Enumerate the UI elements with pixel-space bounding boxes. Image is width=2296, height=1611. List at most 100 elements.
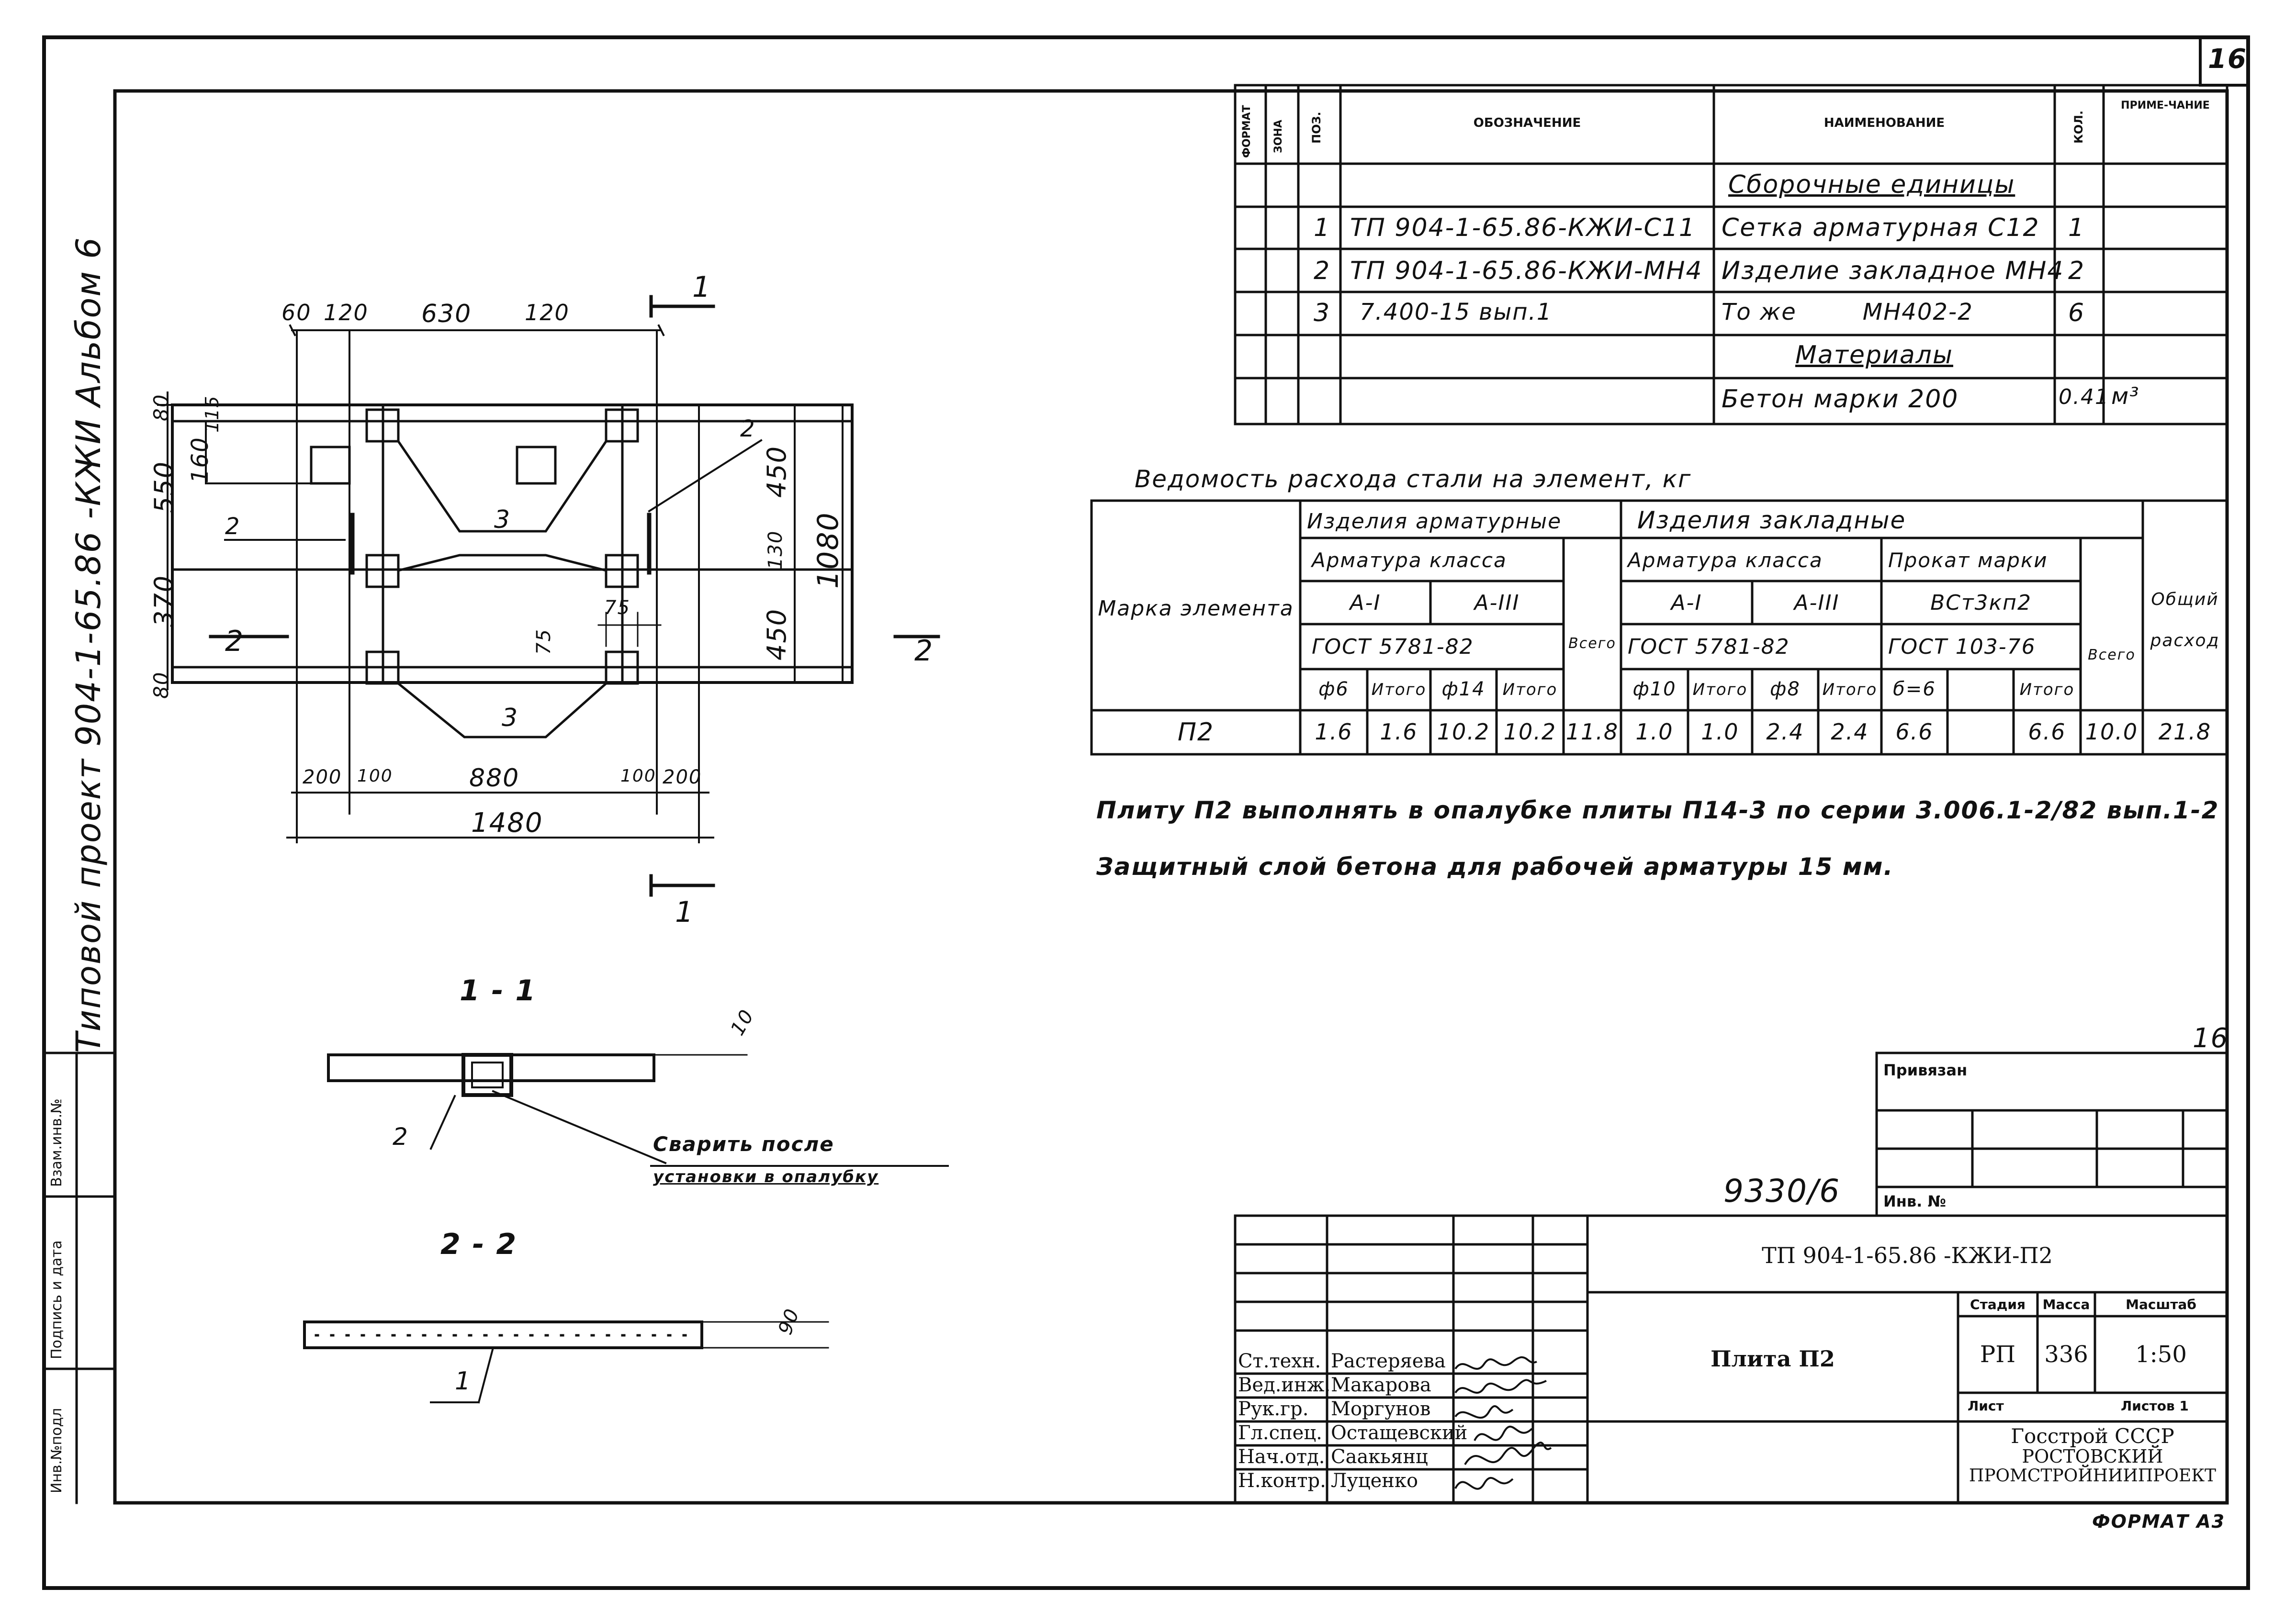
section-2-2-title: 2 - 2: [440, 1228, 518, 1261]
plan-view: [157, 295, 940, 897]
title-col-scale: Масштаб: [2126, 1297, 2196, 1312]
spec-header-format: ФОРМАТ: [1241, 105, 1253, 158]
title-col-mass: Масса: [2042, 1297, 2090, 1312]
dim-right-450b: 450: [762, 608, 792, 660]
steel-row-val-9: 2.4: [1831, 719, 1869, 745]
steel-a3: А-III: [1474, 591, 1520, 615]
steel-gost3: ГОСТ 103-76: [1888, 635, 2036, 659]
steel-general: Общий расход: [2150, 590, 2220, 651]
dim-bottom-880: 880: [469, 764, 520, 793]
steel-sub-f14: ф14: [1441, 678, 1486, 700]
stamp-inv-podl: Инв.№подл: [48, 1408, 65, 1493]
steel-row-element: П2: [1177, 718, 1215, 747]
dim-bottom-1480: 1480: [471, 807, 543, 839]
steel-sub-itogo4: Итого: [1822, 680, 1878, 699]
person-role-3: Рук.гр.: [1238, 1398, 1309, 1420]
dim-left-80a: 80: [149, 393, 173, 421]
dim-top-60: 60: [281, 300, 312, 325]
steel-prokat: Прокат марки: [1888, 548, 2048, 572]
spec-header-designation: ОБОЗНАЧЕНИЕ: [1473, 116, 1581, 130]
steel-a1: А-I: [1350, 591, 1381, 615]
spec-row-2-qty: 2: [2068, 257, 2085, 285]
title-privyazan: Привязан: [1883, 1061, 1968, 1079]
inner-frame: [113, 89, 2229, 1505]
person-name-2: Макарова: [1331, 1374, 1431, 1396]
dim-top-120b: 120: [525, 300, 570, 325]
steel-table-grid: [1090, 499, 2228, 756]
spec-row-5-name: Бетон марки 200: [1722, 385, 1959, 414]
plan-label-pos2-right: 2: [740, 415, 756, 442]
steel-gost2: ГОСТ 5781-82: [1628, 635, 1790, 659]
spec-row-3-qty: 6: [2068, 299, 2085, 327]
steel-row-val-10: 6.6: [1895, 719, 1934, 745]
spec-row-3-pos: 3: [1314, 299, 1331, 327]
section-mark-1-top: 1: [692, 270, 712, 304]
spec-row-3-name: То же МН402-2: [1722, 299, 1973, 325]
section-1-1-pos: 2: [393, 1123, 409, 1151]
person-role-5: Нач.отд.: [1238, 1446, 1325, 1468]
steel-arm-class-2: Арматура класса: [1628, 548, 1823, 572]
steel-sub-f10: ф10: [1632, 678, 1677, 700]
title-col-stage: Стадия: [1970, 1297, 2026, 1312]
plan-label-pos3-bottom: 3: [502, 704, 519, 732]
spec-row-5-qty: 0.41: [2059, 385, 2109, 409]
dim-bottom-100b: 100: [620, 766, 656, 786]
title-org-2: РОСТОВСКИЙ: [2022, 1446, 2163, 1467]
section-1-1: [327, 1053, 949, 1167]
title-inv-no: Инв. №: [1883, 1192, 1946, 1210]
spec-row-section-assemblies: Сборочные единицы: [1728, 170, 2015, 199]
steel-row-val-5: 11.8: [1565, 719, 1619, 745]
spec-row-1-qty: 1: [2068, 213, 2085, 242]
dim-top-630: 630: [421, 300, 472, 328]
plan-label-pos3-top: 3: [494, 505, 511, 534]
person-name-6: Луценко: [1331, 1470, 1418, 1492]
steel-group-arm: Изделия арматурные: [1307, 509, 1562, 534]
steel-sub-itogo2: Итого: [1502, 680, 1558, 699]
dim-inner-75a: 75: [533, 628, 555, 655]
steel-gost1: ГОСТ 5781-82: [1312, 635, 1474, 659]
title-org-3: ПРОМСТРОЙНИИПРОЕКТ: [1969, 1466, 2217, 1486]
title-format: ФОРМАТ А3: [2092, 1511, 2226, 1532]
person-name-4: Остащевский: [1331, 1422, 1468, 1444]
spec-row-2-pos: 2: [1314, 257, 1331, 285]
steel-row-val-6: 1.0: [1635, 719, 1674, 745]
steel-sub-itogo3: Итого: [1692, 680, 1748, 699]
spec-table-grid: [1234, 84, 2228, 425]
dim-top-120a: 120: [324, 300, 369, 325]
title-stage: РП: [1980, 1341, 2016, 1368]
steel-row-val-14: 21.8: [2158, 719, 2212, 745]
steel-sub-f8: ф8: [1770, 678, 1801, 700]
dim-right-450a: 450: [762, 445, 792, 498]
title-doc-code: 9330/6: [1723, 1173, 1841, 1209]
dim-left-550: 550: [149, 460, 179, 513]
spec-row-1-pos: 1: [1314, 213, 1331, 242]
spec-row-section-materials: Материалы: [1795, 341, 1953, 369]
person-name-1: Растеряева: [1331, 1350, 1446, 1372]
steel-row-val-1: 1.6: [1315, 719, 1353, 745]
spec-header-pos: ПОЗ.: [1310, 112, 1323, 144]
person-role-2: Вед.инж.: [1238, 1374, 1331, 1396]
stamp-vzam-inv: Взам.инв.№: [48, 1098, 65, 1187]
steel-row-val-3: 10.2: [1437, 719, 1490, 745]
steel-a3b: А-III: [1794, 591, 1840, 615]
person-role-1: Ст.техн.: [1238, 1350, 1321, 1372]
steel-col-element: Марка элемента: [1098, 596, 1294, 621]
title-sheet-small: 16: [2193, 1023, 2229, 1054]
steel-row-val-2: 1.6: [1380, 719, 1418, 745]
title-project-code: ТП 904-1-65.86 -КЖИ-П2: [1762, 1242, 2053, 1268]
dim-right-130: 130: [765, 530, 787, 570]
outer-frame: [42, 35, 2250, 1590]
title-org-1: Госстрой СССР: [2011, 1424, 2174, 1448]
person-role-6: Н.контр.: [1238, 1470, 1326, 1492]
stamp-signature-date: Подпись и дата: [48, 1240, 65, 1360]
spec-header-zone: ЗОНА: [1272, 120, 1284, 153]
dim-left-115: 115: [202, 395, 223, 433]
note-1: Плиту П2 выполнять в опалубке плиты П14-…: [1096, 796, 2219, 824]
dim-bottom-200a: 200: [303, 766, 342, 788]
steel-total-arm: Всего: [1568, 635, 1616, 652]
spec-header-name: НАИМЕНОВАНИЕ: [1823, 116, 1945, 130]
spec-header-qty: КОЛ.: [2072, 110, 2085, 144]
section-2-2-pos: 1: [455, 1367, 472, 1396]
